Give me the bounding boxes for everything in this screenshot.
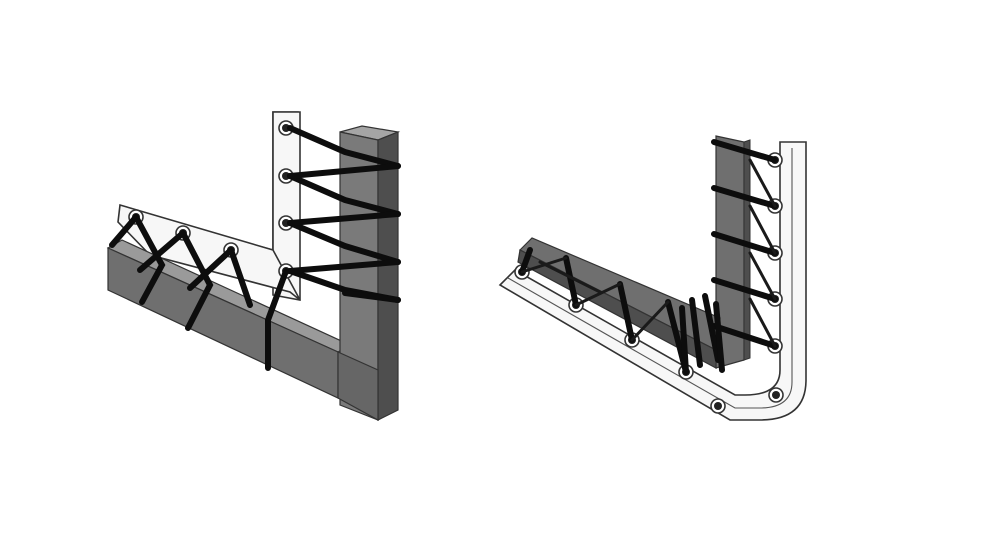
lacing-cord-icon <box>538 260 602 294</box>
lacing-cord-icon <box>342 290 401 303</box>
lacing-cord-icon <box>519 247 533 275</box>
lacing-cord-icon <box>711 185 778 209</box>
lacing-cord-icon <box>748 158 777 208</box>
left-lacing-vertical <box>287 125 401 303</box>
left-lacing-horizontal <box>109 214 289 371</box>
lacing-cord-icon <box>109 214 139 248</box>
lacing-cord-icon <box>187 247 234 291</box>
left-frame-corner-face <box>337 351 379 422</box>
left-fabric-sheet-horizontal <box>117 203 301 301</box>
lacing-cord-icon <box>287 163 401 179</box>
left-frame-vertical-right <box>377 131 399 421</box>
lacing-cord-icon <box>287 259 401 274</box>
lacing-cord-icon <box>574 282 622 307</box>
lacing-cord-icon <box>180 230 214 331</box>
lacing-cord-icon <box>287 220 401 265</box>
right-lacing-vertical <box>711 139 778 349</box>
lacing-cord-icon <box>689 297 703 368</box>
lacing-cord-icon <box>563 255 579 308</box>
lacing-cord-icon <box>711 139 778 163</box>
grommet-icon <box>710 398 726 414</box>
right-panel <box>498 135 807 421</box>
lacing-cord-icon <box>228 247 253 308</box>
lacing-cord-icon <box>748 204 777 255</box>
right-lacing-vertical-back <box>748 158 777 348</box>
lacing-cord-icon <box>287 173 401 217</box>
lacing-cord-icon <box>702 293 721 363</box>
left-panel <box>106 111 401 422</box>
lacing-cord-icon <box>711 323 778 349</box>
lacing-cord-icon <box>748 297 777 348</box>
lacing-cord-icon <box>711 277 778 302</box>
lacing-cord-icon <box>265 268 289 371</box>
lacing-cord-icon <box>748 251 777 301</box>
grommet-icon <box>768 387 784 403</box>
lacing-cord-icon <box>713 301 725 373</box>
right-lacing-diagonal <box>519 247 725 375</box>
lacing-cord-icon <box>711 231 778 256</box>
lacing-cord-icon <box>287 125 401 169</box>
lacing-cord-icon <box>133 214 166 305</box>
lacing-cord-icon <box>679 305 689 375</box>
lacing-cord-icon <box>617 281 635 343</box>
right-lacing-diagonal-back <box>520 256 670 342</box>
lacing-cord-icon <box>287 211 401 226</box>
right-frame-horizontal-bottom <box>517 249 717 370</box>
right-fabric-sheet <box>498 141 807 421</box>
lacing-cord-icon <box>137 230 186 273</box>
right-frame-vertical-side <box>743 139 751 361</box>
right-fabric-inner-edge <box>507 148 793 409</box>
lacing-cord-icon <box>630 300 670 342</box>
